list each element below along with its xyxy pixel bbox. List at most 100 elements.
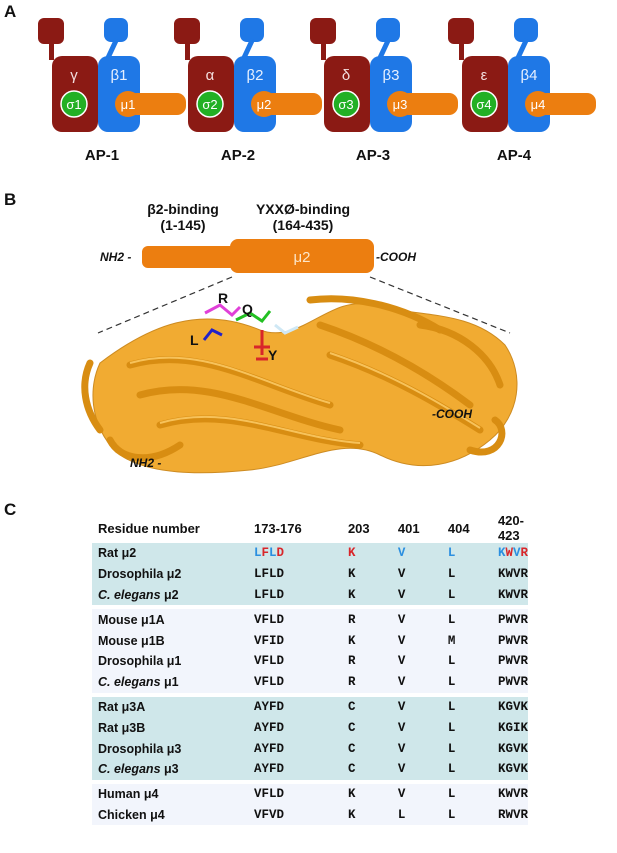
bar-cooh-label: -COOH [376,250,416,264]
group-spacer [92,605,528,610]
residue-cell: K [341,543,392,564]
residue-cell: L [441,671,492,693]
small-subunit-label: σ2 [202,97,217,112]
beta2-binding-label: β2-binding (1-145) [128,201,238,233]
header-420-423: 420-423 [497,513,524,543]
large-subunit-label: α [206,67,215,84]
residue-y-label: Y [268,347,278,363]
residue-cell: AYFD [247,696,342,718]
header-404: 404 [447,520,470,536]
beta2-binding-title: β2-binding [147,201,219,217]
mu2-domain-bar-n [142,246,240,268]
residue-cell: V [391,609,442,631]
medium-subunit [264,93,322,115]
medium-subunit [128,93,186,115]
medium-subunit [400,93,458,115]
residue-cell: LFLD [247,584,342,606]
residue-cell: PWVR [491,630,528,651]
header-residue-number: Residue number [98,520,200,536]
ap3-label: AP-3 [355,147,391,164]
residue-cell: L [441,717,492,739]
residue-cell: K [341,804,392,826]
residue-cell: VFVD [247,804,342,826]
residue-cell: V [391,783,442,805]
structure-nh2-label: NH2 - [130,456,161,470]
residue-cell: VFLD [247,671,342,693]
residue-cell: C [341,738,392,759]
residue-cell: LFLD [247,543,342,564]
residue-cell: V [391,758,442,780]
species-name: Chicken μ4 [92,804,248,826]
residue-cell: L [441,584,492,606]
residue-cell: C [341,696,392,718]
residue-cell: KGVK [491,738,528,759]
residue-cell: VFID [247,630,342,651]
large-subunit-ear [174,18,200,44]
residue-cell: VFLD [247,609,342,631]
residue-cell: K [341,630,392,651]
medium-subunit-label: μ2 [257,97,272,112]
beta-subunit-ear [376,18,400,42]
species-name: Mouse μ1A [92,609,248,631]
residue-cell: PWVR [491,671,528,693]
residue-cell: L [441,783,492,805]
residue-cell: KGIK [491,717,528,739]
beta-subunit-label: β2 [247,67,264,84]
beta-subunit-label: β3 [383,67,400,84]
species-name: Mouse μ1B [92,630,248,651]
large-subunit-label: δ [342,67,350,84]
large-subunit-ear [310,18,336,44]
residue-cell: V [391,738,442,759]
residue-cell: K [341,584,392,606]
residue-cell: V [391,671,442,693]
header-401: 401 [397,520,420,536]
residue-cell: L [441,696,492,718]
residue-cell: L [441,804,492,826]
residue-alignment-table: Residue number 173-176 203 401 404 420-4… [92,513,528,826]
species-name: Drosophila μ2 [92,563,248,585]
small-subunit-label: σ3 [338,97,353,112]
residue-cell: R [341,671,392,693]
species-name: Rat μ3A [92,696,248,718]
small-subunit [332,90,360,118]
residue-cell: VFLD [247,650,342,672]
large-subunit-label: ε [481,67,488,84]
structure-cooh-label: -COOH [432,407,472,421]
beta-subunit-label: β4 [521,67,538,84]
species-name: C. elegans μ1 [92,671,248,693]
residue-cell: L [441,609,492,631]
residue-cell: V [391,630,442,651]
species-name: Rat μ2 [92,543,248,564]
residue-l-label: L [190,332,199,348]
medium-subunit-label: μ3 [393,97,408,112]
large-subunit-ear [38,18,64,44]
residue-cell: K [341,563,392,585]
residue-cell: V [391,543,442,564]
mu2-protein-structure: μ2 R Q L Y -COOH NH2 - [81,239,518,474]
residue-cell: V [391,563,442,585]
species-name: C. elegans μ2 [92,584,248,606]
beta-subunit-label: β1 [111,67,128,84]
residue-cell: V [391,717,442,739]
residue-cell: VFLD [247,783,342,805]
mu2-domain-bar-c [230,239,374,273]
species-name: Drosophila μ3 [92,738,248,759]
residue-cell: M [441,630,492,651]
small-subunit-label: σ1 [66,97,81,112]
panel-c-letter: C [4,500,17,519]
ap4-label: AP-4 [496,147,532,164]
residue-cell: KWVR [491,543,528,564]
residue-cell: L [441,738,492,759]
yxxo-binding-title: YXXØ-binding [255,201,351,217]
residue-cell: K [341,783,392,805]
residue-cell: PWVR [491,609,528,631]
